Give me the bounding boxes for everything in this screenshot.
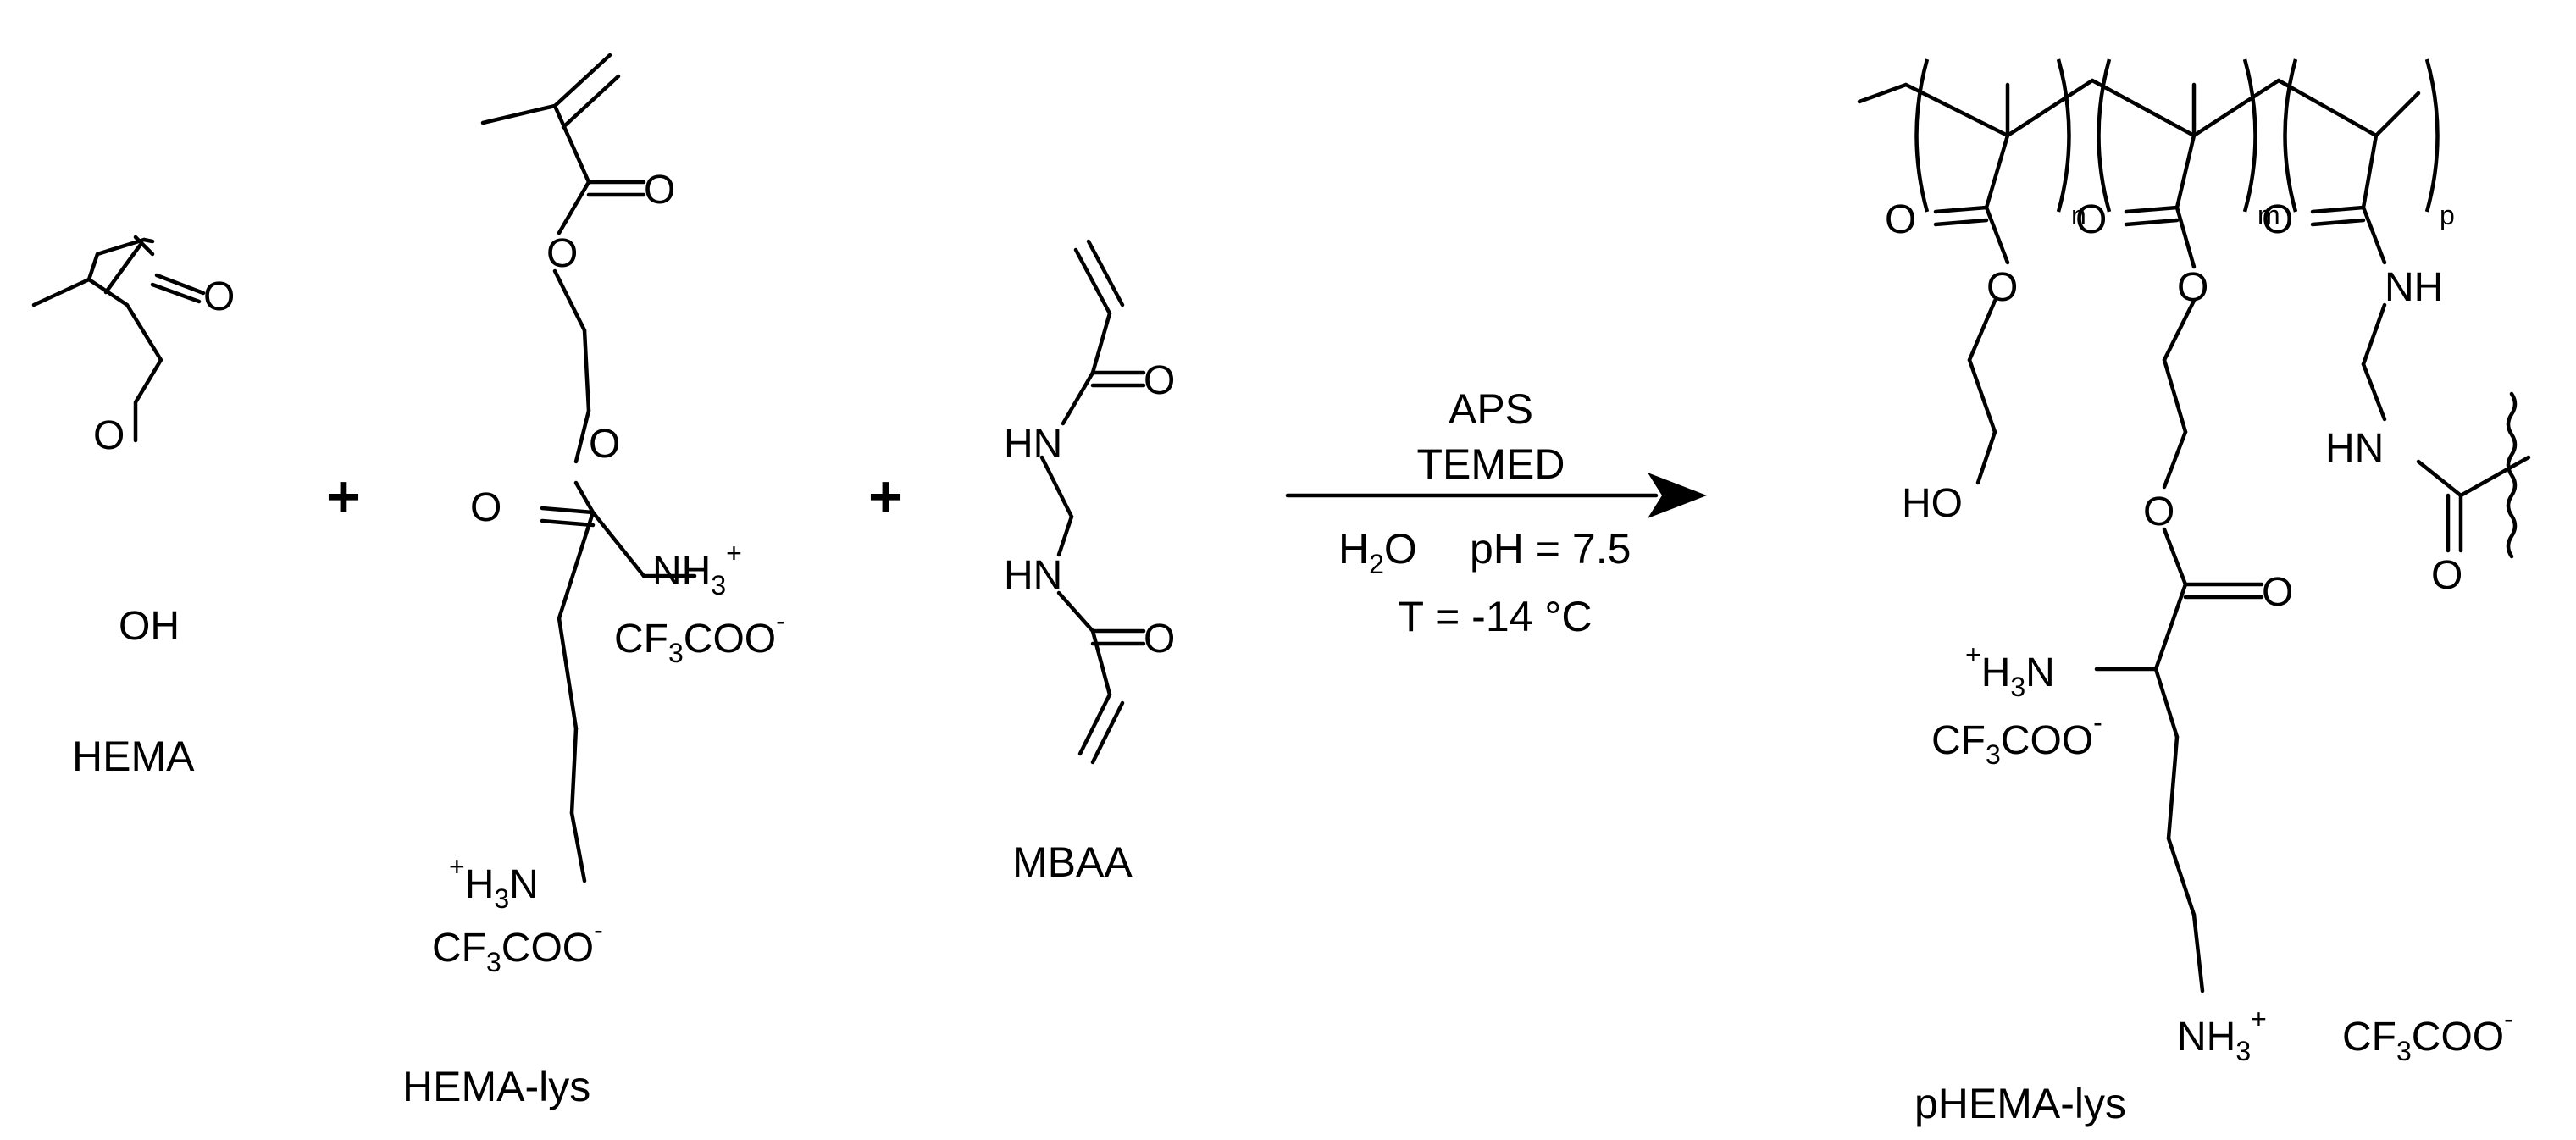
mbaa-carbonyl-o-1: O (1144, 358, 1175, 403)
svg-text:CF3COO-: CF3COO- (432, 915, 603, 977)
caption-hema: HEMA (72, 733, 195, 780)
plus-sign-2: + (868, 463, 903, 529)
mbaa-amide-nh-1: HN (1004, 422, 1062, 467)
reaction-arrow (1285, 473, 1707, 518)
product-structure: n m p O O HO O O O O +H3N (1857, 58, 2531, 1066)
unit1-carbonyl-o: O (1885, 197, 1916, 242)
unit3-carbonyl-o-2: O (2431, 553, 2462, 598)
hema-lys-epsilon-ammonium: +H3N (449, 851, 539, 914)
hema-lys-counterion-2: CF3COO- (432, 915, 603, 977)
svg-text:CF3COO-: CF3COO- (614, 606, 785, 668)
unit2-ester-o-2: O (2143, 490, 2174, 534)
reagent-aps: APS (1449, 385, 1533, 433)
plus-sign-1: + (326, 463, 361, 529)
hema-lys-ester-o-top: O (546, 231, 578, 276)
mbaa-amide-nh-2: HN (1004, 553, 1062, 598)
unit2-carbonyl-o-2: O (2262, 570, 2293, 615)
hema-lys-carbonyl-o-top: O (644, 168, 675, 213)
index-m: m (2257, 200, 2280, 230)
mbaa-carbonyl-o-2: O (1144, 617, 1175, 661)
condition-solvent-ph: H2O pH = 7.5 (1338, 525, 1631, 579)
unit3-amide-hn: HN (2325, 426, 2384, 471)
svg-text:+H3N: +H3N (449, 851, 539, 914)
hema-ester-o: O (93, 413, 125, 458)
index-n: n (2071, 200, 2086, 230)
svg-text:NH3+: NH3+ (2177, 1004, 2267, 1066)
hema-lys-ester-o-mid: O (589, 422, 620, 467)
condition-ph: pH = 7.5 (1470, 525, 1631, 573)
hema-carbonyl-o: O (203, 274, 235, 319)
svg-text:NH3+: NH3+ (652, 538, 742, 600)
index-p: p (2440, 200, 2455, 230)
unit1-ester-o: O (1986, 265, 2018, 310)
hema-lys-alpha-ammonium: NH3+ (652, 538, 742, 600)
svg-text:CF3COO-: CF3COO- (1931, 707, 2102, 770)
svg-text:+H3N: +H3N (1965, 639, 2055, 702)
unit2-carbonyl-o: O (2075, 197, 2107, 242)
unit2-alpha-ammonium: +H3N (1965, 639, 2055, 702)
hema-lys-counterion-1: CF3COO- (614, 606, 785, 668)
hema-structure: O O OH (31, 235, 235, 649)
unit2-epsilon-ammonium: NH3+ (2177, 1004, 2267, 1066)
mbaa-structure: O HN HN O (1004, 239, 1175, 765)
unit2-counterion-1: CF3COO- (1931, 707, 2102, 770)
svg-text:H2O: H2O (1338, 525, 1417, 579)
unit3-carbonyl-o: O (2262, 197, 2293, 242)
svg-text:CF3COO-: CF3COO- (2342, 1004, 2513, 1066)
unit3-amide-nh: NH (2385, 265, 2443, 310)
caption-hema-lys: HEMA-lys (402, 1063, 590, 1110)
caption-mbaa: MBAA (1012, 838, 1133, 886)
hema-lys-structure: O O O O NH3+ CF3COO- +H3N CF3COO- (432, 53, 785, 977)
unit2-ester-o-1: O (2177, 265, 2208, 310)
hema-lys-carbonyl-o-mid: O (470, 485, 501, 530)
reagent-temed: TEMED (1417, 440, 1565, 488)
caption-phema-lys: pHEMA-lys (1914, 1080, 2126, 1127)
hema-hydroxyl: OH (119, 604, 180, 649)
condition-temperature: T = -14 °C (1399, 593, 1593, 640)
unit2-counterion-2: CF3COO- (2342, 1004, 2513, 1066)
unit1-hydroxyl: HO (1902, 481, 1963, 526)
